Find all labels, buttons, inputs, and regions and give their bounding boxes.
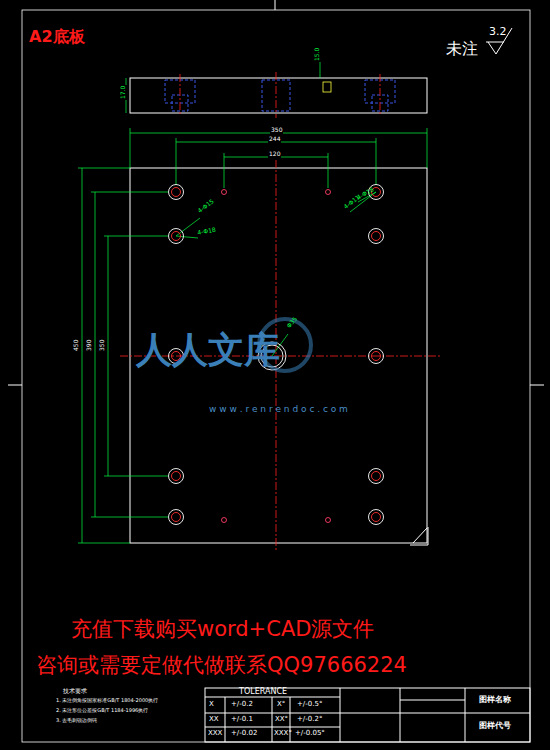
title-block-cell: +/-0.5°: [296, 701, 323, 709]
dimension-label: 350: [270, 127, 283, 134]
title-block-cell: +/-0.1: [230, 716, 254, 724]
hole: [369, 229, 384, 244]
dimension-label: 未注: [445, 40, 479, 58]
hole: [372, 352, 381, 361]
title-block-cell: +/-0.2: [230, 701, 254, 709]
title-block-cell: X: [208, 701, 215, 709]
hole: [222, 518, 227, 523]
dimension-label: 390: [86, 339, 93, 352]
title-block-cell: XXX°: [273, 730, 293, 738]
hole: [369, 349, 384, 364]
hole: [169, 185, 184, 200]
hole: [169, 469, 184, 484]
hole: [326, 190, 331, 195]
dimension-label: 120: [268, 151, 281, 158]
hole: [169, 229, 184, 244]
hole: [372, 513, 381, 522]
dimension-label: 350: [99, 339, 106, 352]
drawing-title: A2底板: [28, 28, 86, 46]
dimension-label: 450: [73, 339, 80, 352]
title-block-cell: +/-0.05°: [294, 730, 326, 738]
title-block-cell: 图样名称: [478, 696, 512, 705]
hole: [369, 510, 384, 525]
dimension-label: 15.0: [314, 47, 321, 62]
dimension-label: 17.0: [120, 85, 127, 100]
technical-note: 3. 去毛刺锐边倒钝: [55, 718, 98, 724]
dimension-label: 244: [268, 136, 281, 143]
title-block-cell: +/-0.2°: [296, 716, 323, 724]
hole: [169, 510, 184, 525]
technical-note: 1. 未注倒角按国家标准GB/T 1804-2000执行: [55, 698, 159, 704]
hole: [172, 232, 181, 241]
dimension-label: 4-Φ18: [196, 226, 217, 236]
technical-note: 技术要求: [62, 688, 88, 695]
dimension-label: 4-Φ15: [196, 197, 216, 215]
hole: [326, 518, 331, 523]
technical-note: 2. 未注形位公差按GB/T 1184-1996执行: [55, 708, 149, 714]
hole: [369, 469, 384, 484]
notice-text: 咨询或需要定做代做联系QQ97666224: [35, 654, 408, 677]
title-block-cell: X°: [276, 701, 286, 709]
hole: [222, 190, 227, 195]
dimension-label: 3.2: [488, 26, 508, 38]
title-block-cell: XXX: [207, 730, 223, 738]
watermark: 人人文库: [135, 330, 281, 370]
hole: [172, 472, 181, 481]
hole: [172, 188, 181, 197]
watermark: w w w . r e n r e n d o c . c o m: [208, 405, 349, 415]
title-block-cell: +/-0.02: [230, 730, 258, 738]
title-block-cell: TOLERANCE: [238, 688, 288, 697]
hole: [172, 513, 181, 522]
title-block-cell: XX: [208, 716, 220, 724]
hole: [372, 232, 381, 241]
title-block-cell: XX°: [274, 716, 289, 724]
title-block-cell: 图样代号: [478, 722, 512, 731]
hole: [372, 472, 381, 481]
notice-text: 充值下载购买word+CAD源文件: [70, 618, 375, 641]
